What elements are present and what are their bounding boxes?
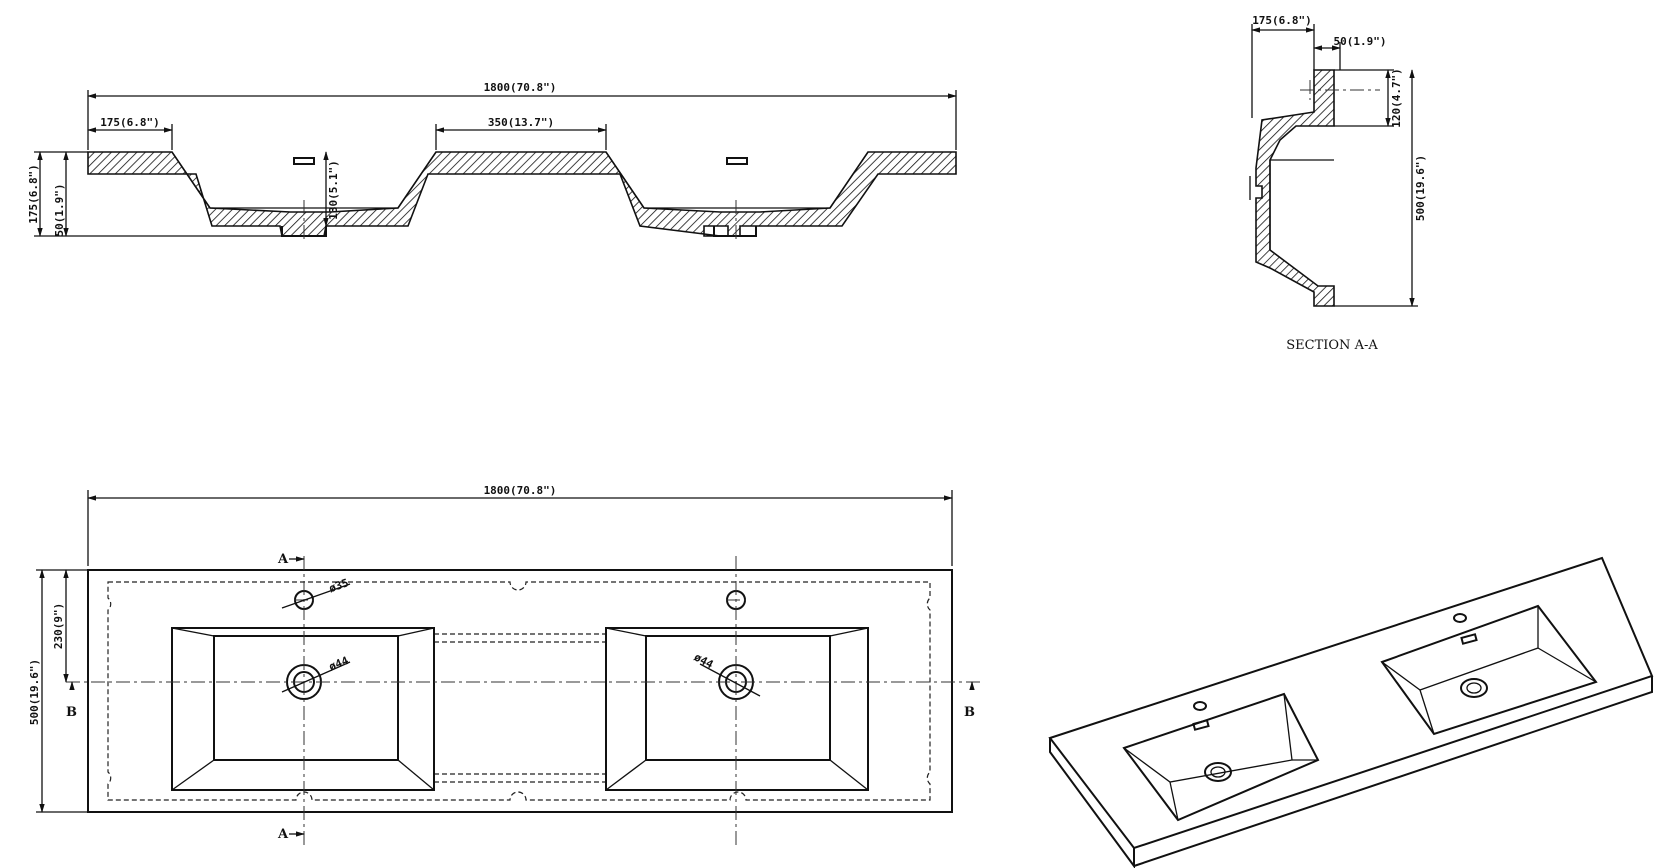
countertop-outline: [87, 569, 953, 813]
section-wall-label: 50(1.9"): [1334, 35, 1387, 48]
section-marker-b-left: B: [66, 705, 77, 720]
isometric-view: [1048, 556, 1654, 868]
elevation-width-label: 1800(70.8"): [484, 81, 557, 94]
left-basin-floor: [213, 635, 399, 761]
elevation-thickness-label: 50(1.9"): [53, 184, 66, 237]
right-basin-floor: [645, 635, 831, 761]
section-profile: [1255, 69, 1335, 307]
left-basin-outer: [171, 627, 435, 791]
elevation-gap-label: 350(13.7"): [488, 116, 554, 129]
elevation-edge-label: 175(6.8"): [100, 116, 160, 129]
elevation-height-label: 175(6.8"): [27, 164, 40, 224]
faucet-hole-diameter: ø35: [327, 576, 350, 595]
elevation-basin-depth-label: 130(5.1"): [327, 160, 340, 220]
section-marker-a-top: A: [277, 552, 289, 567]
right-basin-outer: [605, 627, 869, 791]
front-elevation: 1800(70.8") 175(6.8") 350(13.7") 175(6.8…: [27, 81, 957, 242]
section-depth-top-label: 175(6.8"): [1252, 14, 1312, 27]
section-caption: SECTION A-A: [1286, 338, 1378, 353]
section-backsplash-label: 120(4.7"): [1390, 68, 1403, 128]
faucet-offset-label: 230(9"): [52, 603, 65, 649]
plan-depth-label: 500(19.6"): [28, 659, 41, 725]
left-drain-diameter: ø44: [327, 654, 351, 674]
section-marker-a-bottom: A: [277, 827, 289, 842]
plan-view: 1800(70.8"): [28, 484, 980, 845]
plan-width-label: 1800(70.8"): [484, 484, 557, 497]
section-marker-b-right: B: [964, 705, 975, 720]
inner-rim-outline: [107, 581, 931, 801]
right-drain-diameter: ø44: [692, 651, 716, 672]
section-a-a: 175(6.8") 50(1.9") 120(4.7") 500(19.6") …: [1249, 14, 1427, 353]
elevation-section-profile: [87, 151, 957, 237]
section-depth-label: 500(19.6"): [1414, 155, 1427, 221]
